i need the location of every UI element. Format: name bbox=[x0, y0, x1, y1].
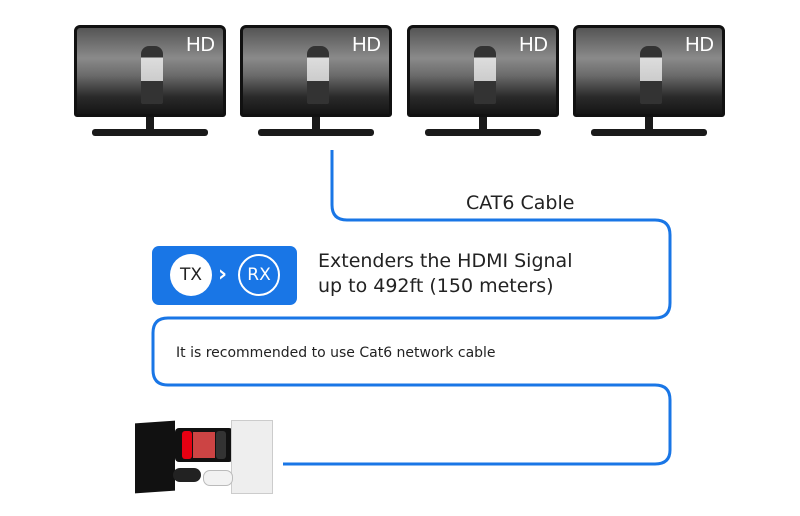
recommendation-note: It is recommended to use Cat6 network ca… bbox=[176, 345, 496, 361]
arrow-right-icon: › bbox=[218, 262, 228, 287]
hd-badge: HD bbox=[352, 34, 381, 56]
rx-circle: RX bbox=[238, 254, 280, 296]
hd-badge: HD bbox=[186, 34, 215, 56]
headline-line2: up to 492ft (150 meters) bbox=[318, 275, 554, 297]
monitor: HD bbox=[407, 22, 559, 140]
tx-circle: TX bbox=[170, 254, 212, 296]
monitor: HD bbox=[74, 22, 226, 140]
monitor: HD bbox=[240, 22, 392, 140]
monitor: HD bbox=[573, 22, 725, 140]
game-consoles-image bbox=[135, 418, 275, 494]
headline-line1: Extenders the HDMI Signal bbox=[318, 250, 573, 272]
headline: Extenders the HDMI Signal up to 492ft (1… bbox=[318, 249, 572, 299]
hd-badge: HD bbox=[685, 34, 714, 56]
tx-rx-badge: TX › RX bbox=[152, 246, 297, 305]
hd-badge: HD bbox=[519, 34, 548, 56]
cable-label: CAT6 Cable bbox=[466, 192, 575, 214]
